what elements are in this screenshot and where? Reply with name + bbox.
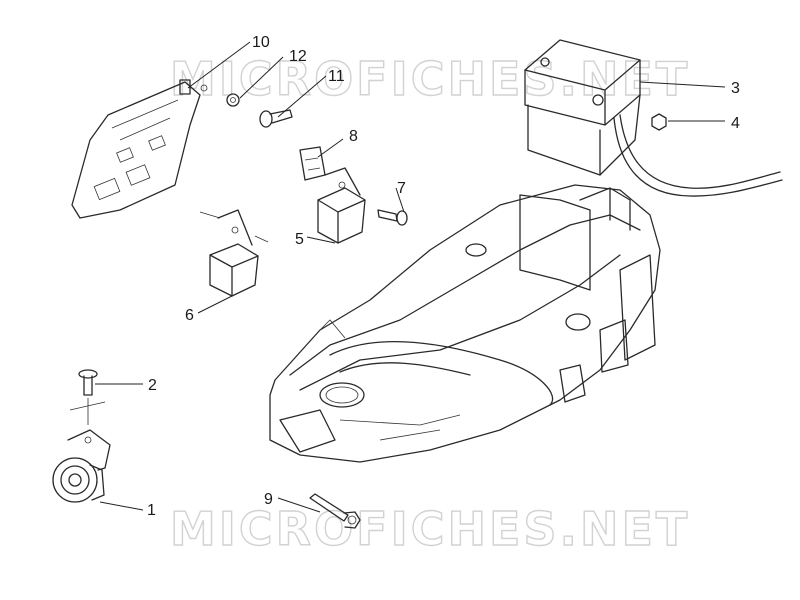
callout-label-12: 12 [289,48,307,65]
callout-label-8: 8 [349,128,358,145]
callout-label-2: 2 [148,377,157,394]
watermark-bottom: MICROFICHES.NET [170,502,690,556]
washer-icon [226,93,240,107]
watermark-top: MICROFICHES.NET [170,52,690,106]
bolt-icon [309,493,361,529]
screw-horn-icon [69,369,106,425]
horn-icon [52,429,111,503]
leader-lines [95,41,726,513]
battery-icon [524,39,783,197]
callout-label-9: 9 [264,491,273,508]
helmet-compartment-icon [269,184,661,463]
nut-icon [651,113,667,131]
callout-label-3: 3 [731,80,740,97]
bracket-plate-icon [71,79,208,219]
callout-label-11: 11 [328,68,345,85]
clip-icon [299,146,326,181]
callout-label-7: 7 [397,180,406,197]
screw-relay-icon [377,209,408,226]
callout-label-5: 5 [295,231,304,248]
callout-label-1: 1 [147,502,156,519]
callout-label-6: 6 [185,307,194,324]
relay-left-icon [199,209,269,297]
relay-right-icon [317,167,366,244]
screw-bracket-icon [259,109,293,128]
callout-label-10: 10 [252,34,270,51]
callout-label-4: 4 [731,115,740,132]
